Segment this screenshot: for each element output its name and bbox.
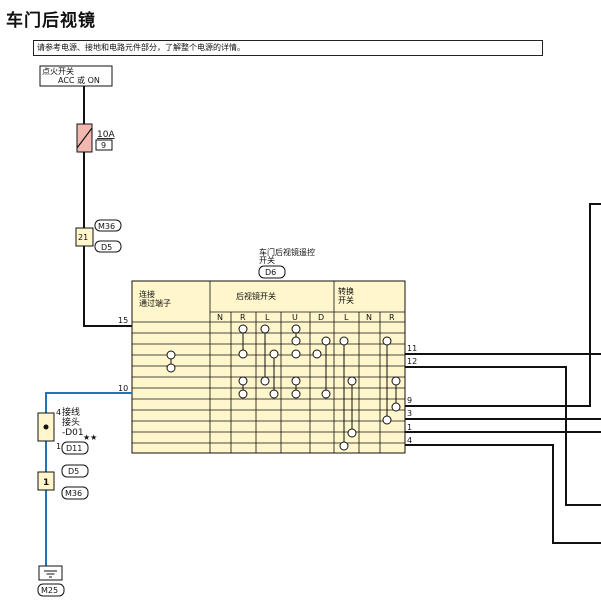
joint-label-line2: 接头 [62,416,80,428]
connector-bottom-id1: D5 [68,467,79,476]
connector-top-body [75,227,94,247]
output-wires [405,203,601,544]
joint-pin1: 1 [56,442,61,451]
pin-output: 4 [407,436,412,445]
page-title: 车门后视镜 [6,11,96,31]
pin-output: 1 [407,423,412,432]
connector-bottom-id2: M36 [65,489,82,498]
pin-output: 9 [407,396,412,405]
switch-name-line2: 开关 [259,255,275,265]
col-header: N [217,313,223,322]
ground-code: M25 [41,586,58,595]
switch-code: D6 [265,268,276,277]
switch-name: 车门后视镜遥控 [259,247,315,257]
col-header: L [344,313,349,322]
section-change-label: 转换 [338,286,354,296]
joint-label-line3: -D01 [62,428,84,438]
fuse-number: 9 [101,141,106,150]
section-mirror-label: 后视镜开关 [236,291,276,301]
joint-pin4: 4 [56,408,61,417]
power-wire [83,86,132,327]
joint-code: D11 [66,444,82,453]
connector-top-id1-badge [94,219,122,232]
col-header: L [265,313,270,322]
connector-bottom-id2-badge [61,486,89,500]
connector-bottom-id1-badge [61,464,89,478]
pin-in-top: 15 [118,316,128,325]
joint-label: 接线 [62,406,80,418]
connector-top-pin: 21 [78,233,88,242]
col-header: D [318,313,324,322]
col-header: R [240,313,246,322]
pin-output: 3 [407,409,412,418]
pin-output: 11 [407,344,417,353]
switch-column-headers: N R L U D L N R [217,313,395,322]
col-header: R [389,313,395,322]
section-terminal-label-line2: 通过端子 [139,298,171,308]
joint-code-badge [61,441,89,455]
fuse-element [76,127,93,149]
ground-symbol [44,570,57,578]
power-source-mode: ACC 或 ON [58,75,100,85]
power-source-box [39,65,113,87]
col-header: U [292,313,298,322]
ground-symbol-box [38,565,63,581]
section-terminal-label: 连接 [139,289,155,299]
power-source-label: 点火开关 [42,66,74,76]
switch-bridges [170,333,397,442]
connector-top-id1: M36 [98,222,115,231]
joint-node [43,424,49,430]
switch-grid [132,281,405,453]
joint-stars: ★★ [83,433,97,442]
ground-wire [45,392,132,566]
pin-in-ground: 10 [118,384,128,393]
pin-output: 12 [407,357,417,366]
switch-code-badge [258,265,286,279]
connector-bottom-pin: 1 [43,478,49,488]
ground-code-badge [37,583,65,597]
col-header: N [366,313,372,322]
fuse-rating: 10A [97,130,115,140]
switch-panel [131,280,406,454]
connector-top-id2-badge [94,240,122,253]
connector-bottom-body [37,471,55,491]
section-change-label-line2: 开关 [338,295,354,305]
fuse-number-box [95,139,113,151]
reference-note: 请参考电源、接地和电路元件部分，了解整个电源的详情。 [33,40,543,56]
connector-top-id2: D5 [101,243,112,252]
